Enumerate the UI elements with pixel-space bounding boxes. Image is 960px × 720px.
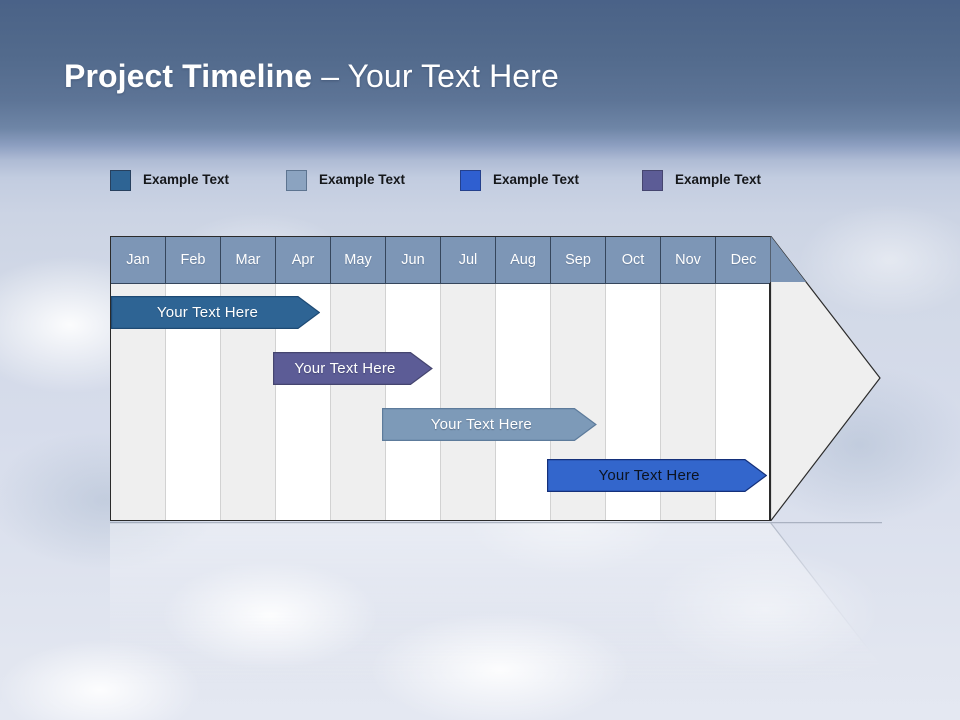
page-title-bold: Project Timeline <box>64 58 313 94</box>
legend-label: Example Text <box>675 172 762 188</box>
page-title-light: Your Text Here <box>347 58 559 94</box>
legend-item: Example Text <box>460 168 579 192</box>
legend-label: Example Text <box>319 172 406 188</box>
task-bar-arrow-icon <box>111 296 320 329</box>
task-bar-shape <box>382 408 597 441</box>
task-bar-arrow-icon <box>382 408 597 441</box>
task-bar-arrow-icon <box>547 459 768 492</box>
page-title-separator: – <box>312 58 348 94</box>
legend-item: Example Text <box>286 168 405 192</box>
legend-label: Example Text <box>143 172 230 188</box>
task-bar-shape <box>111 296 320 329</box>
legend: Example Text Example Text Example Text Exam… <box>110 168 830 194</box>
legend-swatch <box>460 169 481 191</box>
page-title: Project Timeline – Your Text Here <box>64 58 559 95</box>
timeline-column <box>221 237 276 520</box>
task-bar[interactable]: Your Text Here <box>273 352 433 385</box>
timeline-column <box>166 237 221 520</box>
legend-item: Example Text <box>642 168 761 192</box>
task-bar-label: Your Text Here <box>294 360 396 377</box>
timeline-column <box>606 237 661 520</box>
legend-swatch <box>110 169 131 191</box>
header-underline <box>111 283 769 284</box>
task-bar-arrow-icon <box>273 352 433 385</box>
legend-swatch <box>286 169 307 191</box>
timeline-arrowhead <box>770 236 882 521</box>
task-bar-label: Your Text Here <box>598 467 700 484</box>
task-bar[interactable]: Your Text Here <box>382 408 597 441</box>
task-bar-label: Your Text Here <box>430 416 532 433</box>
timeline-column <box>441 237 496 520</box>
task-bar[interactable]: Your Text Here <box>547 459 768 492</box>
legend-swatch <box>642 169 663 191</box>
task-bar-label: Your Text Here <box>156 304 259 321</box>
timeline-column <box>386 237 441 520</box>
timeline-column <box>111 237 166 520</box>
task-bar-shape <box>273 352 433 385</box>
legend-label: Example Text <box>493 172 580 188</box>
legend-item: Example Text <box>110 168 229 192</box>
task-bar[interactable]: Your Text Here <box>111 296 320 329</box>
timeline-column <box>496 237 551 520</box>
task-bar-shape <box>547 459 768 492</box>
